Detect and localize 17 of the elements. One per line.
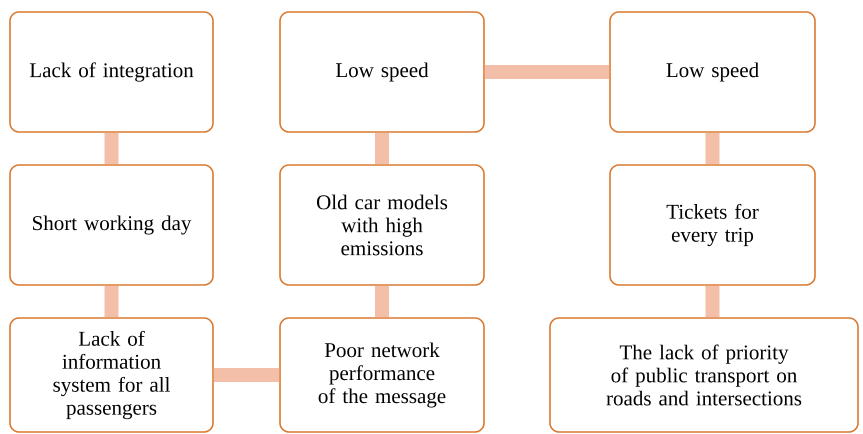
connector-bar	[375, 286, 389, 318]
connector-bar	[706, 132, 720, 164]
connector-bar	[375, 132, 389, 164]
connector-bar	[214, 368, 280, 382]
process-box: Tickets for every trip	[609, 164, 816, 286]
process-box: Lack of integration	[9, 11, 214, 133]
process-box: Low speed	[609, 11, 816, 133]
process-box: Poor network performance of the message	[279, 317, 485, 433]
connector-bar	[104, 286, 119, 318]
process-box: The lack of priority of public transport on roads and intersections	[549, 317, 859, 433]
process-box: Short working day	[9, 164, 214, 286]
process-box: Old car models with high emissions	[279, 164, 485, 286]
connector-bar	[104, 132, 119, 164]
connector-bar	[706, 286, 720, 318]
connector-bar	[484, 65, 610, 79]
process-box: Low speed	[279, 11, 485, 133]
process-box: Lack of information system for all passengers	[9, 317, 214, 433]
